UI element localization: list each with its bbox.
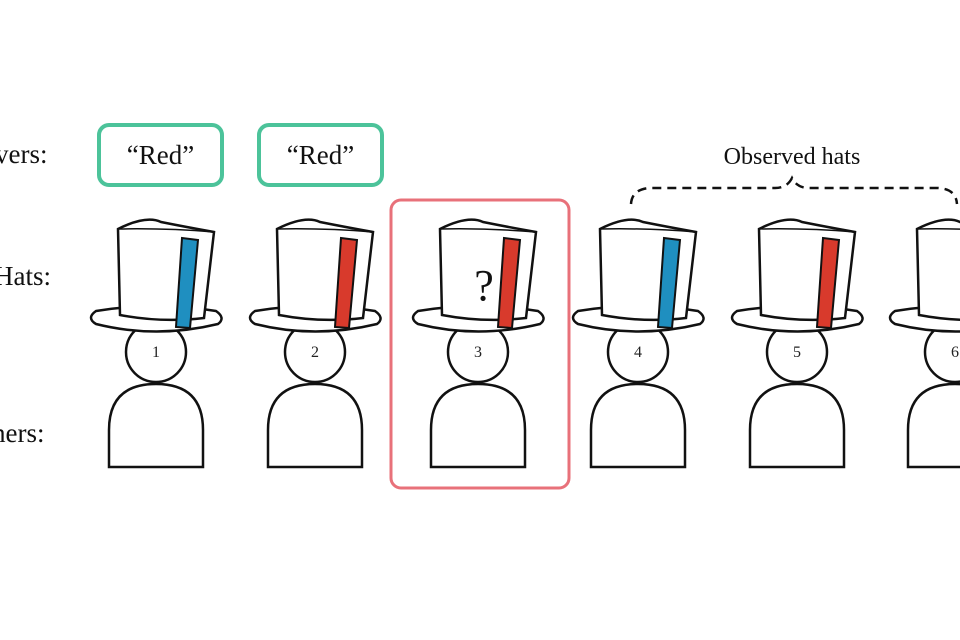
row-label-answers: vers: [0,139,47,169]
top-hat [248,218,382,333]
hat-stripe-red [333,236,359,330]
player-5: 5 [730,218,864,469]
player-3: 3? [411,218,545,469]
player-4: 4 [571,218,705,469]
answer-box-frame [257,123,384,187]
player-number: 1 [152,344,160,361]
player-2: 2 [248,218,382,469]
player-body [748,382,846,469]
hat-crown [598,218,698,322]
unknown-hat-marker: ? [474,261,494,310]
player-1: 1 [89,218,223,469]
hat-crown [757,218,857,322]
observed-hats-bracket [629,175,959,205]
hat-crown [116,218,216,322]
answer-text: “Red” [287,140,354,170]
top-hat [89,218,223,333]
top-hat [730,218,864,333]
hat-stripe-blue [174,236,200,330]
player-body [429,382,527,469]
player-6: 6 [888,218,960,469]
hat-crown [915,218,960,321]
hat-top-edge [916,228,960,230]
player-body [906,382,960,469]
player-number: 2 [311,344,319,361]
player-number: 3 [474,344,482,361]
hat-crown [275,218,375,322]
player-number: 5 [793,344,801,361]
hat-top-edge [117,228,215,233]
player-body [266,382,364,469]
current-player-highlight [389,198,571,490]
hat-stripe-red [496,236,522,330]
top-hat [571,218,705,333]
observed-hats-label: Observed hats [724,144,861,170]
row-label-players: hers: [0,418,44,448]
answer-box-1: “Red” [97,123,224,187]
hat-top-edge [439,228,537,233]
player-number: 4 [634,344,642,361]
player-body [107,382,205,469]
hat-top-edge [758,228,856,233]
answer-box-frame [97,123,224,187]
hat-top-edge [599,228,697,233]
hat-stripe-blue [656,236,682,330]
row-label-hats: Hats: [0,261,51,291]
player-number: 6 [951,344,959,361]
answer-text: “Red” [127,140,194,170]
top-hat [888,218,960,333]
hat-stripe-red [815,236,841,330]
answer-box-2: “Red” [257,123,384,187]
top-hat: ? [411,218,545,333]
player-body [589,382,687,469]
hat-top-edge [276,228,374,233]
